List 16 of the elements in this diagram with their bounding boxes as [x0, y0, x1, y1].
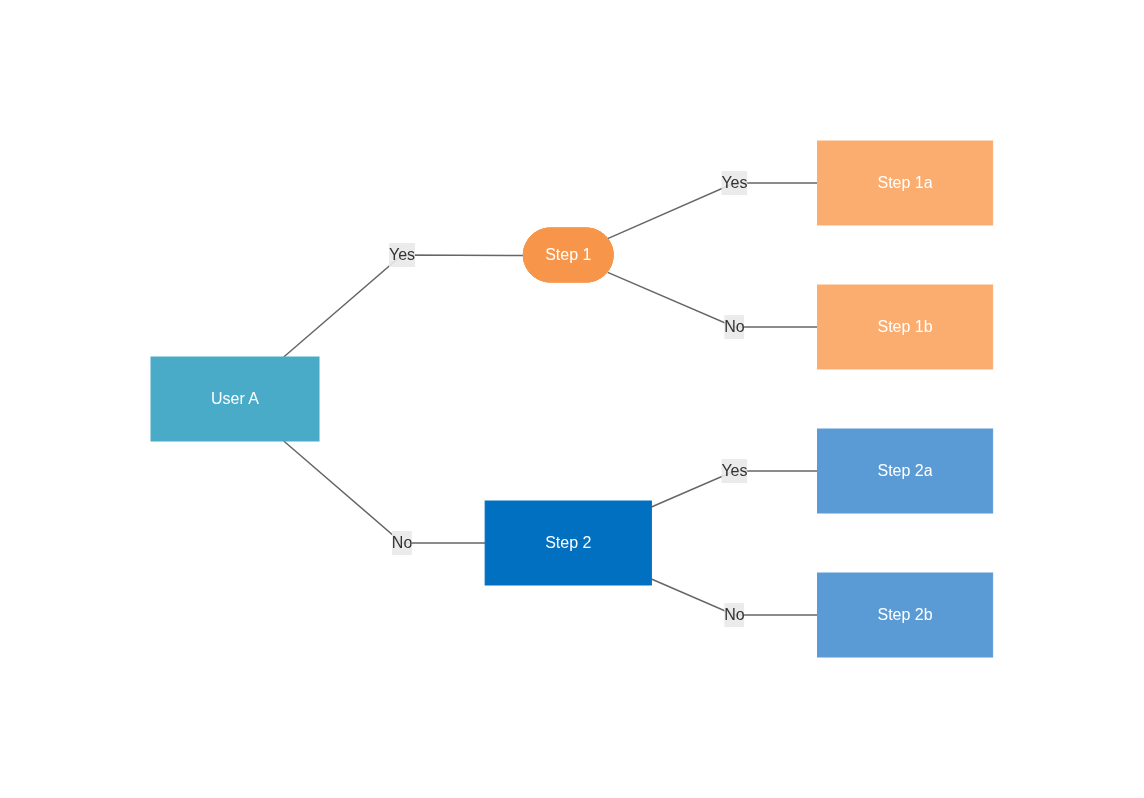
edge-label: Yes [389, 246, 416, 263]
connector [283, 440, 487, 544]
connector [283, 254, 525, 358]
node-box: Step 2b [817, 572, 994, 658]
edge-label: Yes [721, 174, 748, 191]
node-box: Step 2 [484, 500, 653, 586]
edge-label: No [724, 606, 745, 623]
edge-label: No [724, 318, 745, 335]
node-box: Step 1b [817, 284, 994, 370]
node-box: Step 2a [817, 428, 994, 514]
node-box: User A [150, 356, 320, 442]
node-box: Step 1a [817, 140, 994, 226]
edge-label: Yes [721, 462, 748, 479]
connector [650, 578, 819, 616]
edge-label: No [392, 534, 413, 551]
connector [607, 271, 819, 328]
